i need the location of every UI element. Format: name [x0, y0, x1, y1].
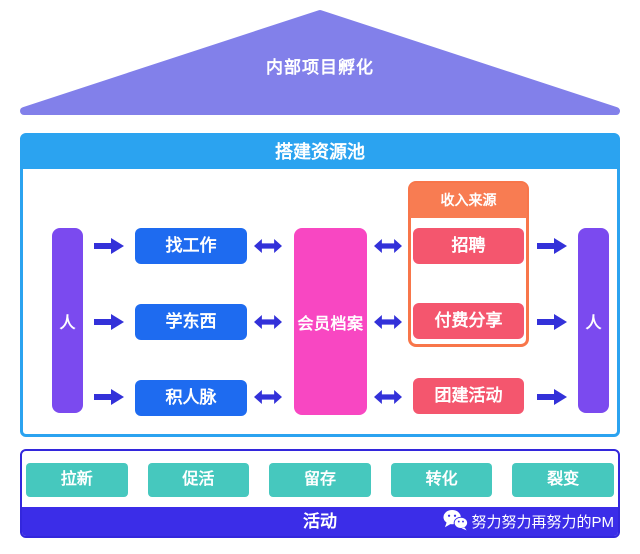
footer-credit-text: 努力努力再努力的PM — [471, 514, 614, 531]
income-item-paid-sharing-box: 付费分享 — [413, 303, 524, 339]
funnel-panel: 拉新 促活 留存 转化 裂变 活动 — [20, 449, 620, 538]
member-profile-box: 会员档案 — [294, 228, 367, 415]
funnel-stage-box: 促活 — [147, 463, 250, 497]
arrow-left-right-icon — [374, 389, 402, 405]
team-building-box: 团建活动 — [413, 378, 524, 414]
footer-title: 活动 — [303, 512, 337, 531]
arrow-left-right-icon — [374, 238, 402, 254]
footer-credit: 努力努力再努力的PM — [443, 507, 614, 536]
arrow-right-icon — [94, 314, 124, 330]
income-source-title: 收入来源 — [410, 183, 527, 218]
person-left-box: 人 — [52, 228, 83, 413]
funnel-stage-box: 留存 — [269, 463, 371, 497]
need-box-learn: 学东西 — [135, 304, 247, 340]
funnel-stage-box: 拉新 — [26, 463, 128, 497]
resource-pool-title: 搭建资源池 — [22, 135, 618, 169]
need-box-job: 找工作 — [135, 228, 247, 264]
roof-title: 内部项目孵化 — [266, 58, 374, 77]
arrow-left-right-icon — [374, 314, 402, 330]
funnel-row: 拉新 促活 留存 转化 裂变 — [26, 463, 614, 497]
arrow-right-icon — [537, 314, 567, 330]
arrow-left-right-icon — [254, 238, 282, 254]
arrow-right-icon — [94, 238, 124, 254]
arrow-left-right-icon — [254, 389, 282, 405]
income-item-recruiting-box: 招聘 — [413, 228, 524, 264]
funnel-stage-box: 转化 — [390, 463, 493, 497]
arrow-left-right-icon — [254, 314, 282, 330]
roof-triangle — [20, 10, 620, 115]
need-box-network: 积人脉 — [135, 380, 247, 416]
arrow-right-icon — [537, 389, 567, 405]
funnel-stage-box: 裂变 — [512, 463, 614, 497]
arrow-right-icon — [94, 389, 124, 405]
footer-bar: 活动 努力努力再努力的PM — [22, 507, 618, 536]
wechat-icon — [443, 509, 469, 535]
person-right-box: 人 — [578, 228, 609, 413]
arrow-right-icon — [537, 238, 567, 254]
